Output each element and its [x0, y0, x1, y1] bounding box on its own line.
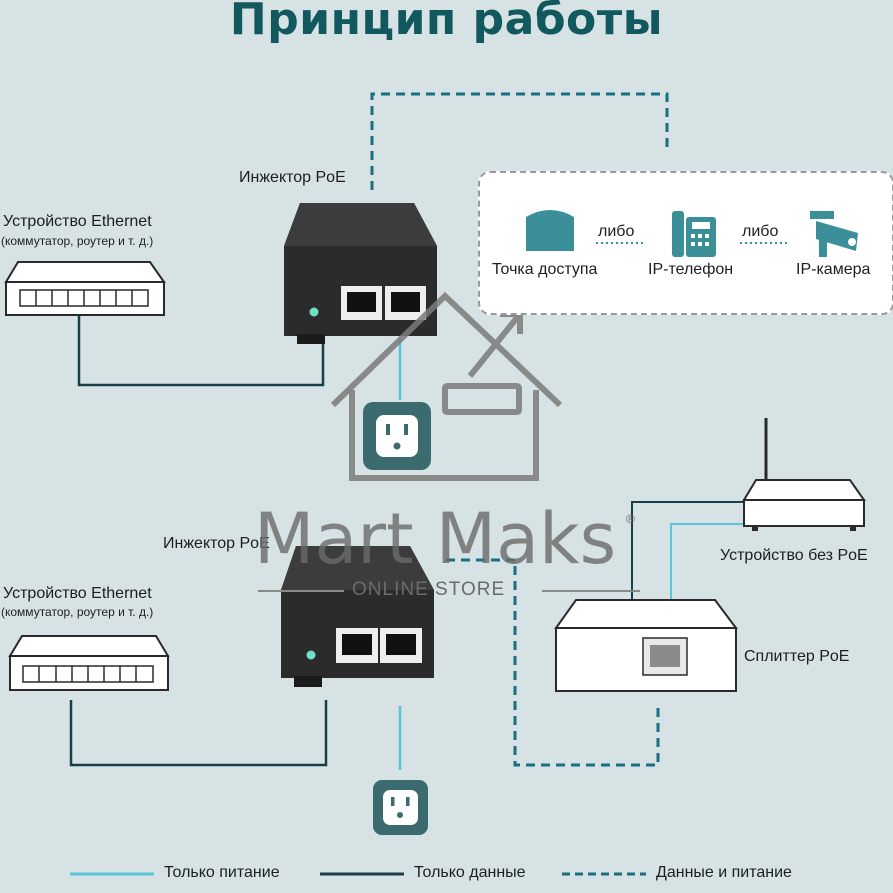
- watermark-brand: Mart Maks: [254, 498, 617, 580]
- non-poe-device-label: Устройство без PoE: [720, 547, 868, 564]
- splitter-label: Сплиттер PoE: [744, 648, 850, 665]
- ip-camera-icon: [810, 211, 858, 257]
- or-label: либо: [598, 223, 635, 240]
- bottom-ethernet-sublabel: (коммутатор, роутер и т. д.): [1, 605, 154, 619]
- bottom-data-line: [69, 700, 328, 767]
- top-ethernet-switch: [4, 261, 166, 316]
- legend-data-and-power: Данные и питание: [656, 864, 792, 881]
- top-data-power-line: [370, 92, 669, 190]
- end-devices-icons: [526, 210, 858, 257]
- bottom-power-outlet-icon: [373, 780, 428, 835]
- top-power-outlet-icon: [363, 402, 431, 470]
- bottom-ethernet-label: Устройство Ethernet: [3, 585, 152, 602]
- top-ethernet-sublabel: (коммутатор, роутер и т. д.): [1, 234, 154, 248]
- end-devices-panel: Точка доступа IP-телефон IP-камера либо …: [478, 171, 893, 315]
- or-label: либо: [742, 223, 779, 240]
- device-label-ip-camera: IP-камера: [796, 261, 871, 278]
- watermark-tagline: ONLINE STORE: [352, 579, 506, 600]
- device-label-access-point: Точка доступа: [492, 261, 598, 278]
- poe-splitter: [554, 599, 738, 692]
- page-title: Принцип работы: [229, 0, 664, 45]
- top-poe-injector: [284, 203, 437, 344]
- bottom-poe-injector: [281, 546, 434, 687]
- non-poe-device: [742, 418, 866, 531]
- top-ethernet-label: Устройство Ethernet: [3, 213, 152, 230]
- legend-power-only: Только питание: [164, 864, 280, 881]
- top-data-line: [77, 316, 325, 387]
- splitter-power-line: [670, 523, 748, 600]
- top-injector-label: Инжектор PoE: [239, 169, 346, 186]
- ip-phone-icon: [672, 211, 716, 257]
- bottom-data-power-line: [446, 558, 660, 767]
- device-label-ip-phone: IP-телефон: [648, 261, 734, 278]
- bottom-ethernet-switch: [8, 635, 170, 691]
- access-point-icon: [526, 210, 574, 251]
- legend-lines: [70, 872, 646, 876]
- watermark-tagline-rule: [258, 590, 640, 592]
- watermark-registered: ®: [626, 512, 635, 526]
- splitter-data-line: [631, 501, 748, 600]
- bottom-injector-label: Инжектор PoE: [163, 535, 270, 552]
- legend-data-only: Только данные: [414, 864, 526, 881]
